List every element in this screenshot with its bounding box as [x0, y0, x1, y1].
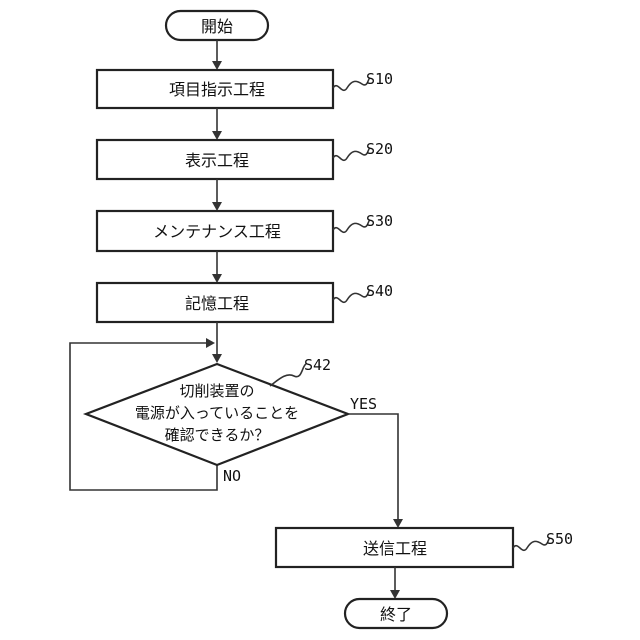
- process-box-s50: 送信工程: [276, 528, 513, 567]
- step-label-s40: S40: [366, 282, 393, 300]
- decision-line-1: 切削装置の: [179, 382, 254, 400]
- decision-line-2: 電源が入っていることを: [135, 404, 299, 422]
- process-box-s20: 表示工程: [97, 140, 333, 179]
- connector-s20-s30: [212, 179, 222, 211]
- step-label-s20: S20: [366, 140, 393, 158]
- process-text-s50: 送信工程: [363, 539, 427, 558]
- end-terminal: 終了: [345, 599, 447, 628]
- connector-s30-s40: [212, 251, 222, 283]
- decision-line-3: 確認できるか？: [165, 426, 270, 444]
- start-terminal: 開始: [166, 11, 268, 40]
- end-label: 終了: [380, 605, 412, 624]
- process-box-s40: 記憶工程: [97, 283, 333, 322]
- process-box-s30: メンテナンス工程: [97, 211, 333, 251]
- process-text-s10: 項目指示工程: [169, 80, 265, 99]
- step-label-s42: S42: [304, 356, 331, 374]
- yes-label: YES: [350, 395, 377, 413]
- process-box-s10: 項目指示工程: [97, 70, 333, 108]
- step-leader-s42: [270, 364, 306, 386]
- connector-start-s10: [212, 40, 222, 70]
- connector-s10-s20: [212, 108, 222, 140]
- step-leader-s20: [333, 148, 370, 160]
- process-text-s40: 記憶工程: [185, 294, 249, 313]
- process-text-s30: メンテナンス工程: [153, 222, 281, 241]
- start-label: 開始: [201, 17, 233, 36]
- step-leader-s30: [333, 220, 370, 232]
- step-leader-s10: [333, 78, 370, 90]
- yes-branch-connector: [348, 414, 403, 528]
- step-leader-s50: [513, 538, 550, 550]
- step-label-s10: S10: [366, 70, 393, 88]
- decision-diamond-s42: 切削装置の 電源が入っていることを 確認できるか？: [86, 364, 348, 465]
- step-label-s30: S30: [366, 212, 393, 230]
- step-leader-s40: [333, 290, 370, 302]
- step-label-s50: S50: [546, 530, 573, 548]
- process-text-s20: 表示工程: [185, 151, 249, 170]
- connector-s50-end: [390, 567, 400, 599]
- no-label: NO: [223, 467, 241, 485]
